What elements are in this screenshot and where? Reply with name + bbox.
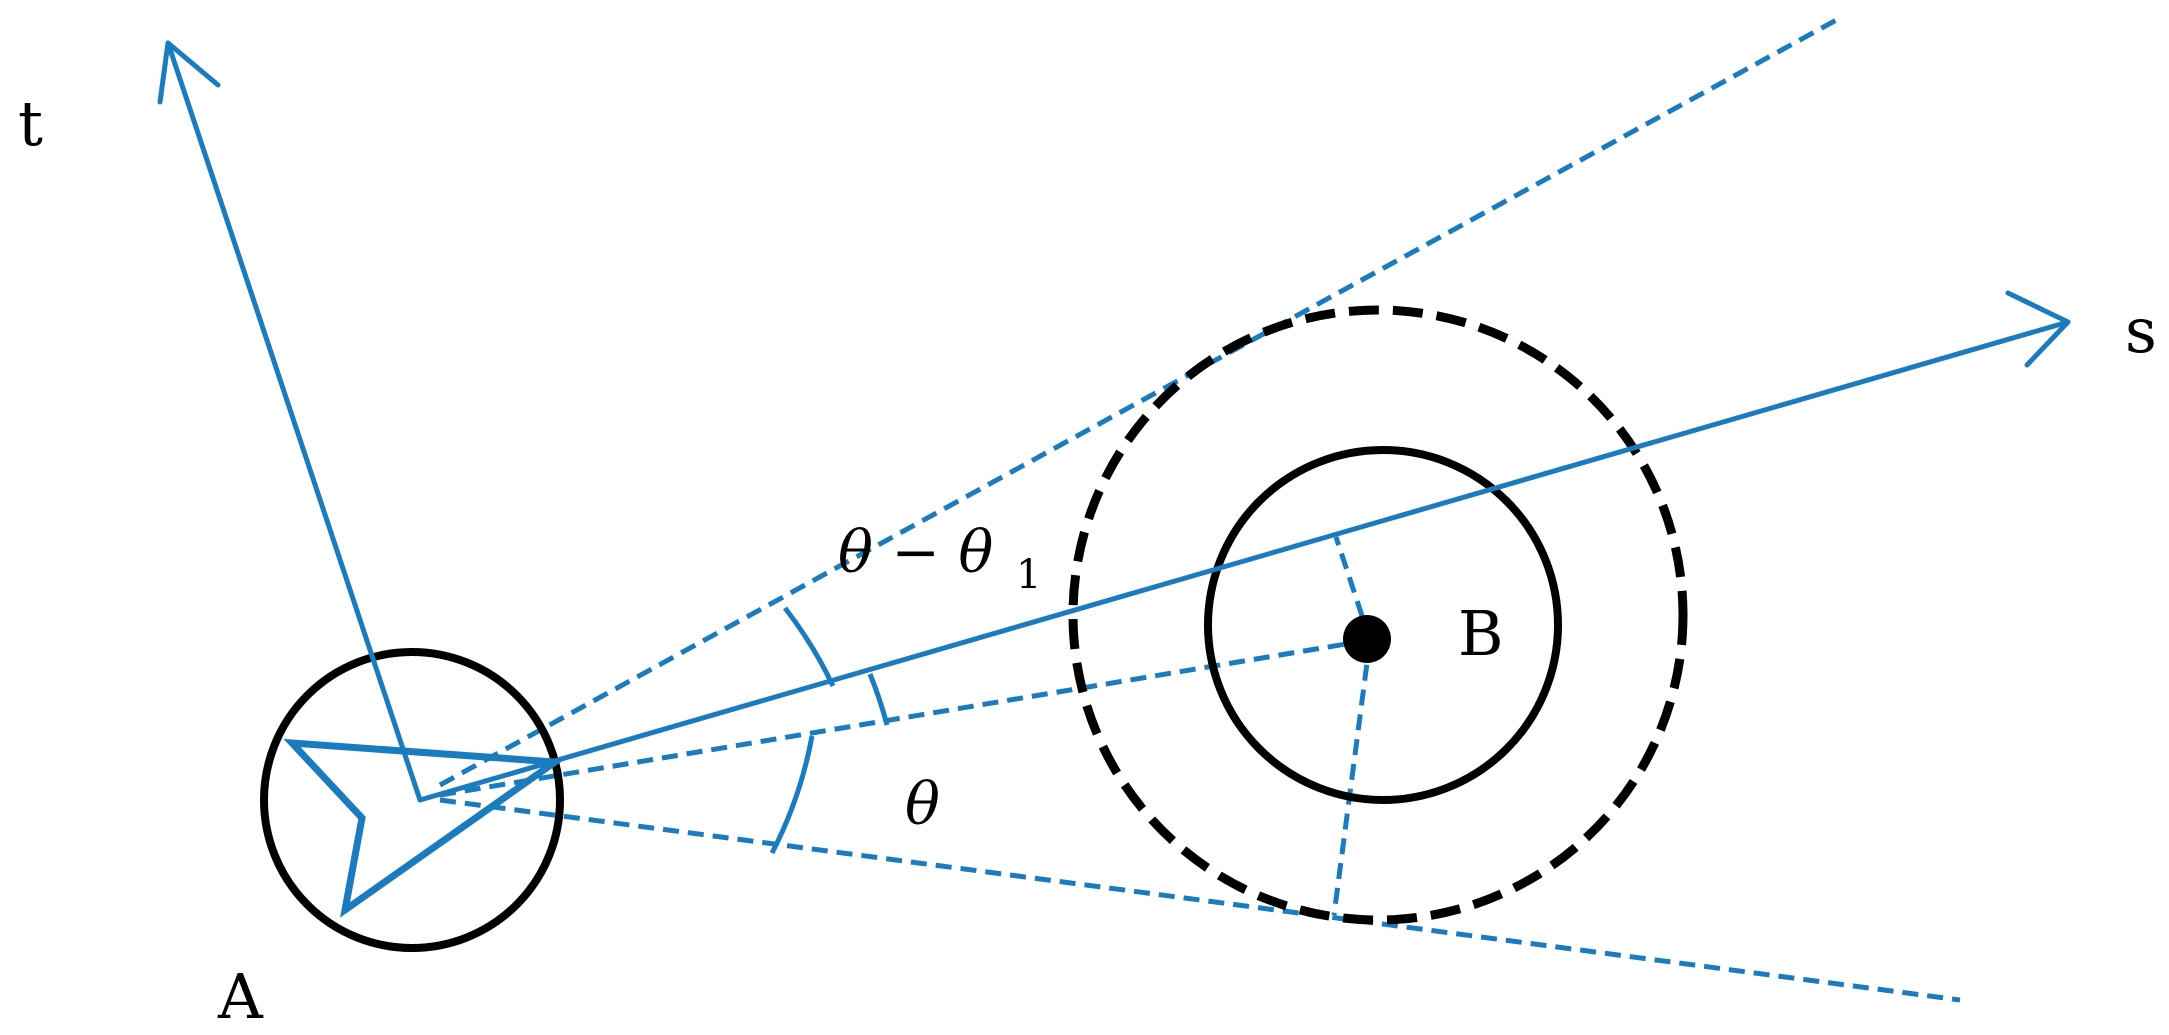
lower-tangent-line <box>439 797 1961 1003</box>
angle-diff-label: θ − θ <box>838 518 993 586</box>
obstacle-b-safety-circle <box>1068 305 1688 925</box>
axis-s-arrowhead <box>2005 290 2071 368</box>
perpendicular-to-lower-tangent <box>1331 639 1373 916</box>
angle-diff-subscript: 1 <box>1016 552 1041 598</box>
axes <box>157 40 2071 803</box>
axis-s-line <box>417 319 2071 803</box>
axis-t-line <box>165 40 423 803</box>
angle-theta-label: θ <box>905 770 940 838</box>
arc-theta <box>769 735 815 855</box>
arc-theta1 <box>867 673 890 726</box>
point-b-label: B <box>1458 597 1504 670</box>
arc-theta-minus-theta1 <box>783 606 836 688</box>
agent-a-heading-arrow <box>283 738 566 918</box>
axis-t-arrowhead <box>157 40 221 105</box>
agent-a-circle <box>260 648 564 952</box>
upper-tangent-line <box>438 15 1842 788</box>
obstacle-b-circle <box>1204 446 1562 804</box>
axis-s-label: s <box>2125 294 2157 367</box>
axis-t-label: t <box>18 87 43 160</box>
obstacle-b-center <box>1343 615 1391 663</box>
sight-lines <box>438 15 1961 1003</box>
perpendicular-to-s <box>1333 536 1373 641</box>
point-a-label: A <box>217 960 264 1033</box>
angle-arcs <box>769 606 890 855</box>
